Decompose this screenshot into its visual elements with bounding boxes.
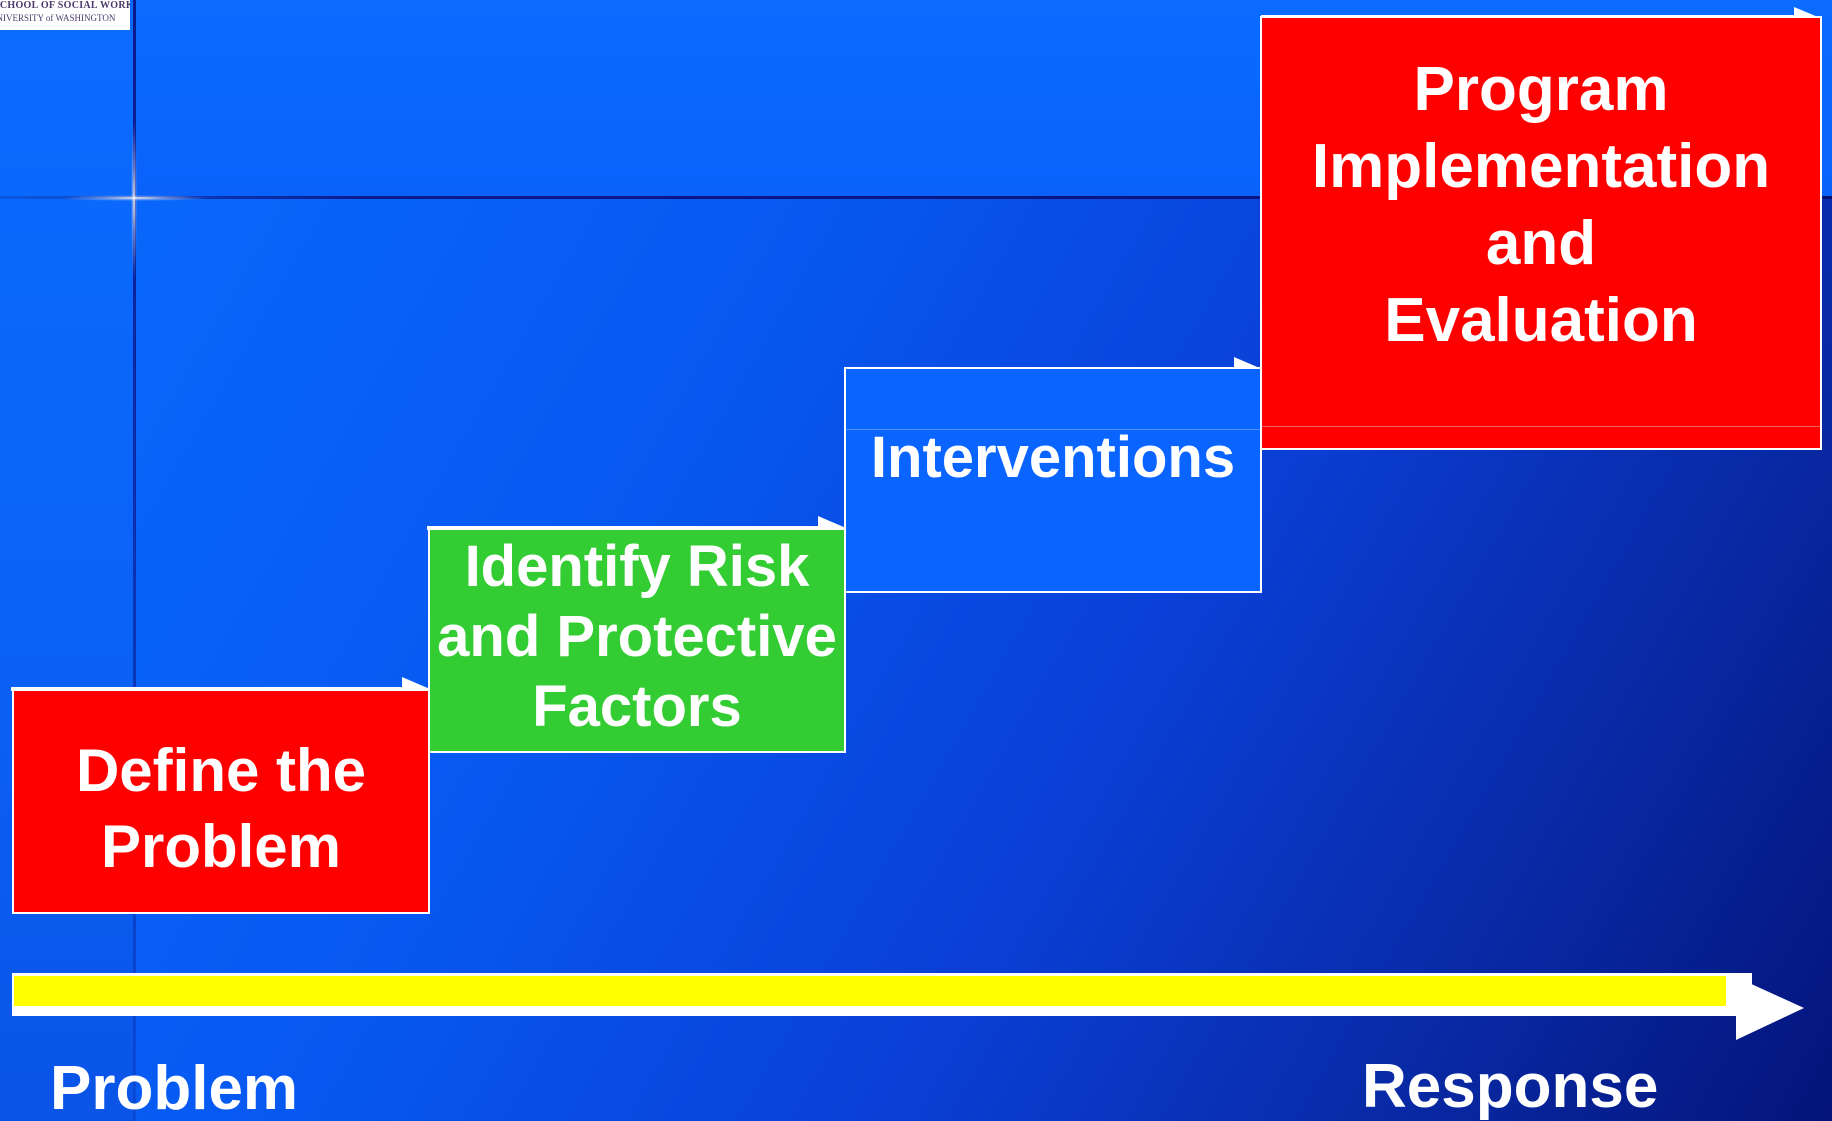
left-strip bbox=[0, 0, 134, 1121]
step-interventions: Interventions bbox=[844, 367, 1262, 593]
step-3-label: Interventions bbox=[870, 425, 1236, 490]
axis-start-label: Problem bbox=[50, 1054, 299, 1121]
axis-end-label: Response bbox=[1362, 1052, 1659, 1121]
logo: SCHOOL OF SOCIAL WORK UNIVERSITY of WASH… bbox=[0, 0, 130, 30]
horizontal-divider bbox=[0, 196, 1832, 199]
box-inner-divider bbox=[1262, 426, 1820, 427]
step-4-label: Program Implementation and Evaluation bbox=[1311, 55, 1771, 355]
box-inner-divider bbox=[846, 429, 1260, 430]
step-1-label: Define the Problem bbox=[75, 736, 367, 880]
step-define-the-problem: Define the Problem bbox=[12, 689, 430, 914]
vertical-divider bbox=[133, 0, 136, 1121]
step-identify-risk-factors: Identify Risk and Protective Factors bbox=[428, 528, 846, 753]
timeline-arrowhead bbox=[1736, 977, 1804, 1040]
logo-line-2: UNIVERSITY of WASHINGTON bbox=[0, 13, 116, 23]
step-program-implementation-evaluation: Program Implementation and Evaluation bbox=[1260, 16, 1822, 450]
timeline-arrow bbox=[12, 973, 1804, 1040]
light-flare-vertical bbox=[131, 120, 137, 280]
step-2-label: Identify Risk and Protective Factors bbox=[437, 533, 837, 739]
timeline-bar bbox=[14, 976, 1726, 1006]
logo-line-1: SCHOOL OF SOCIAL WORK bbox=[0, 0, 130, 11]
